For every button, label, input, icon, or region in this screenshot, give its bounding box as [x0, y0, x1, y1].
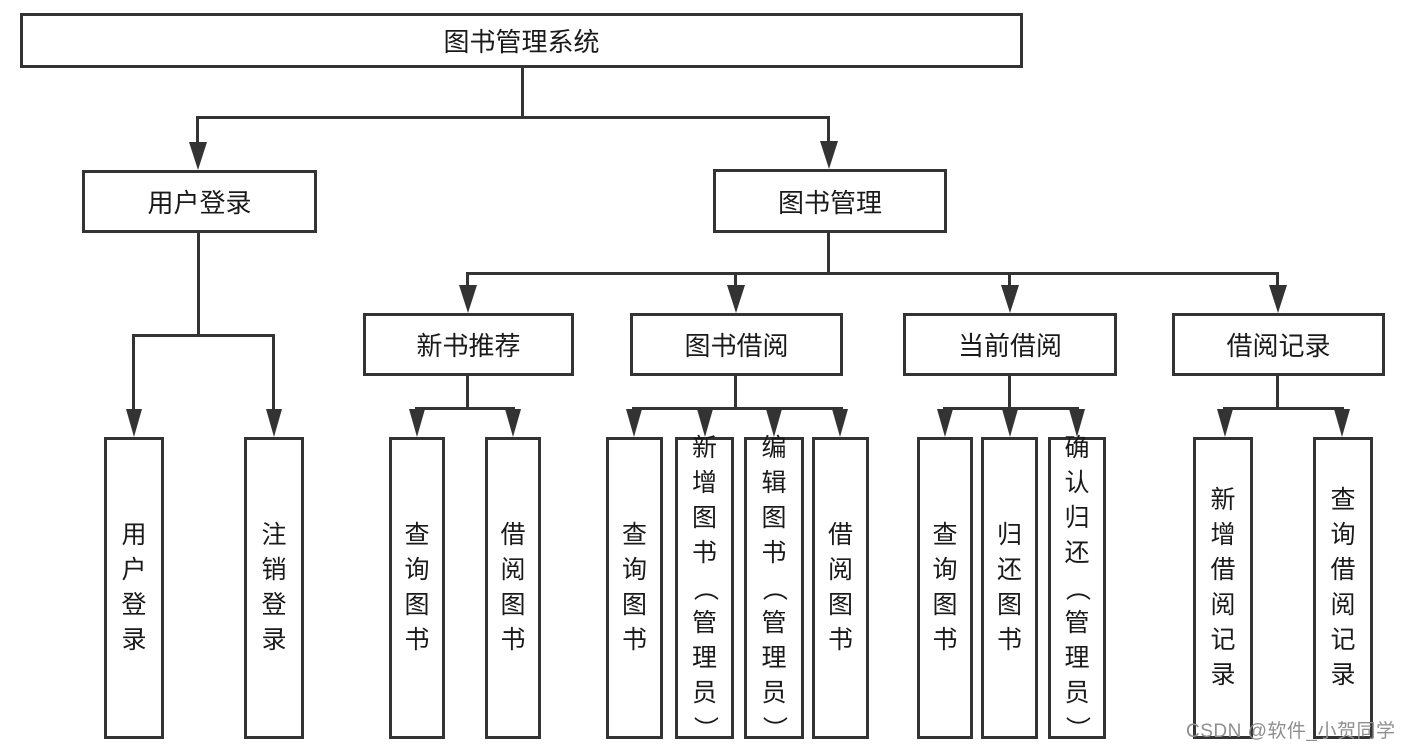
arrowhead-leaf-borrow-edit — [766, 409, 782, 437]
leaf-current-confirm: 确认归还（管理员） — [1048, 435, 1106, 741]
arrowhead-book-mgmt — [820, 141, 838, 169]
node-book-borrow: 图书借阅 — [630, 313, 843, 376]
leaf-record-query: 查询借阅记录 — [1313, 437, 1373, 739]
arrowhead-leaf-newbook-query — [409, 409, 425, 437]
arrowhead-leaf-current-return — [1002, 409, 1018, 437]
connector-level2-branch — [196, 116, 830, 119]
arrowhead-leaf-newbook-borrow — [505, 409, 521, 437]
connector-book-borrow-trunk — [734, 374, 737, 409]
connector-root-trunk — [521, 66, 524, 119]
connector-current-borrow-trunk — [1008, 374, 1011, 409]
arrowhead-current-borrow — [1001, 285, 1019, 313]
connector-borrow-record-trunk — [1276, 374, 1279, 409]
arrowhead-new-book — [459, 285, 477, 313]
leaf-borrow-borrow: 借阅图书 — [812, 437, 869, 739]
connector-borrow-record-branch — [1223, 407, 1344, 410]
arrowhead-leaf-current-query — [937, 409, 953, 437]
node-current-borrow: 当前借阅 — [903, 313, 1117, 376]
connector-stem-leaf-login — [132, 334, 135, 411]
arrowhead-borrow-record — [1269, 285, 1287, 313]
arrowhead-leaf-record-add — [1217, 409, 1233, 437]
arrowhead-leaf-borrow-query — [626, 409, 642, 437]
connector-new-book-branch — [415, 407, 515, 410]
leaf-newbook-borrow: 借阅图书 — [485, 437, 541, 739]
connector-stem-new-book — [466, 272, 469, 288]
node-user-login: 用户登录 — [82, 170, 317, 233]
connector-stem-book-borrow — [734, 272, 737, 288]
leaf-record-add: 新增借阅记录 — [1193, 437, 1253, 739]
leaf-user-login: 用户登录 — [104, 437, 164, 739]
connector-current-borrow-branch — [943, 407, 1079, 410]
connector-stem-borrow-record — [1276, 272, 1279, 288]
node-borrow-record: 借阅记录 — [1172, 313, 1385, 376]
watermark: CSDN @软件_小贺同学 — [1186, 721, 1396, 742]
leaf-current-return: 归还图书 — [981, 437, 1038, 739]
leaf-logout: 注销登录 — [244, 437, 304, 739]
arrowhead-leaf-login — [126, 409, 142, 437]
leaf-borrow-add: 新增图书（管理员） — [675, 435, 734, 741]
arrowhead-leaf-logout — [266, 409, 282, 437]
leaf-borrow-edit: 编辑图书（管理员） — [744, 435, 804, 741]
connector-new-book-trunk — [466, 374, 469, 409]
arrowhead-leaf-borrow-add — [697, 409, 713, 437]
leaf-borrow-query: 查询图书 — [606, 437, 663, 739]
node-book-mgmt: 图书管理 — [713, 169, 947, 233]
arrowhead-user-login — [189, 142, 207, 170]
connector-user-login-trunk — [197, 231, 200, 336]
arrowhead-leaf-borrow-borrow — [832, 409, 848, 437]
arrowhead-leaf-record-query — [1334, 409, 1350, 437]
connector-stem-user-login — [196, 116, 199, 144]
connector-book-mgmt-trunk — [827, 231, 830, 275]
connector-stem-book-mgmt — [827, 116, 830, 143]
leaf-newbook-query: 查询图书 — [389, 437, 445, 739]
connector-stem-leaf-logout — [272, 334, 275, 411]
connector-user-login-branch — [132, 334, 275, 337]
arrowhead-book-borrow — [727, 285, 745, 313]
connector-book-borrow-branch — [632, 407, 843, 410]
node-new-book-rec: 新书推荐 — [363, 313, 574, 376]
leaf-current-query: 查询图书 — [917, 437, 973, 739]
arrowhead-leaf-current-confirm — [1069, 409, 1085, 437]
node-root: 图书管理系统 — [20, 13, 1023, 68]
connector-stem-current-borrow — [1008, 272, 1011, 288]
connector-level3-branch — [466, 272, 1279, 275]
